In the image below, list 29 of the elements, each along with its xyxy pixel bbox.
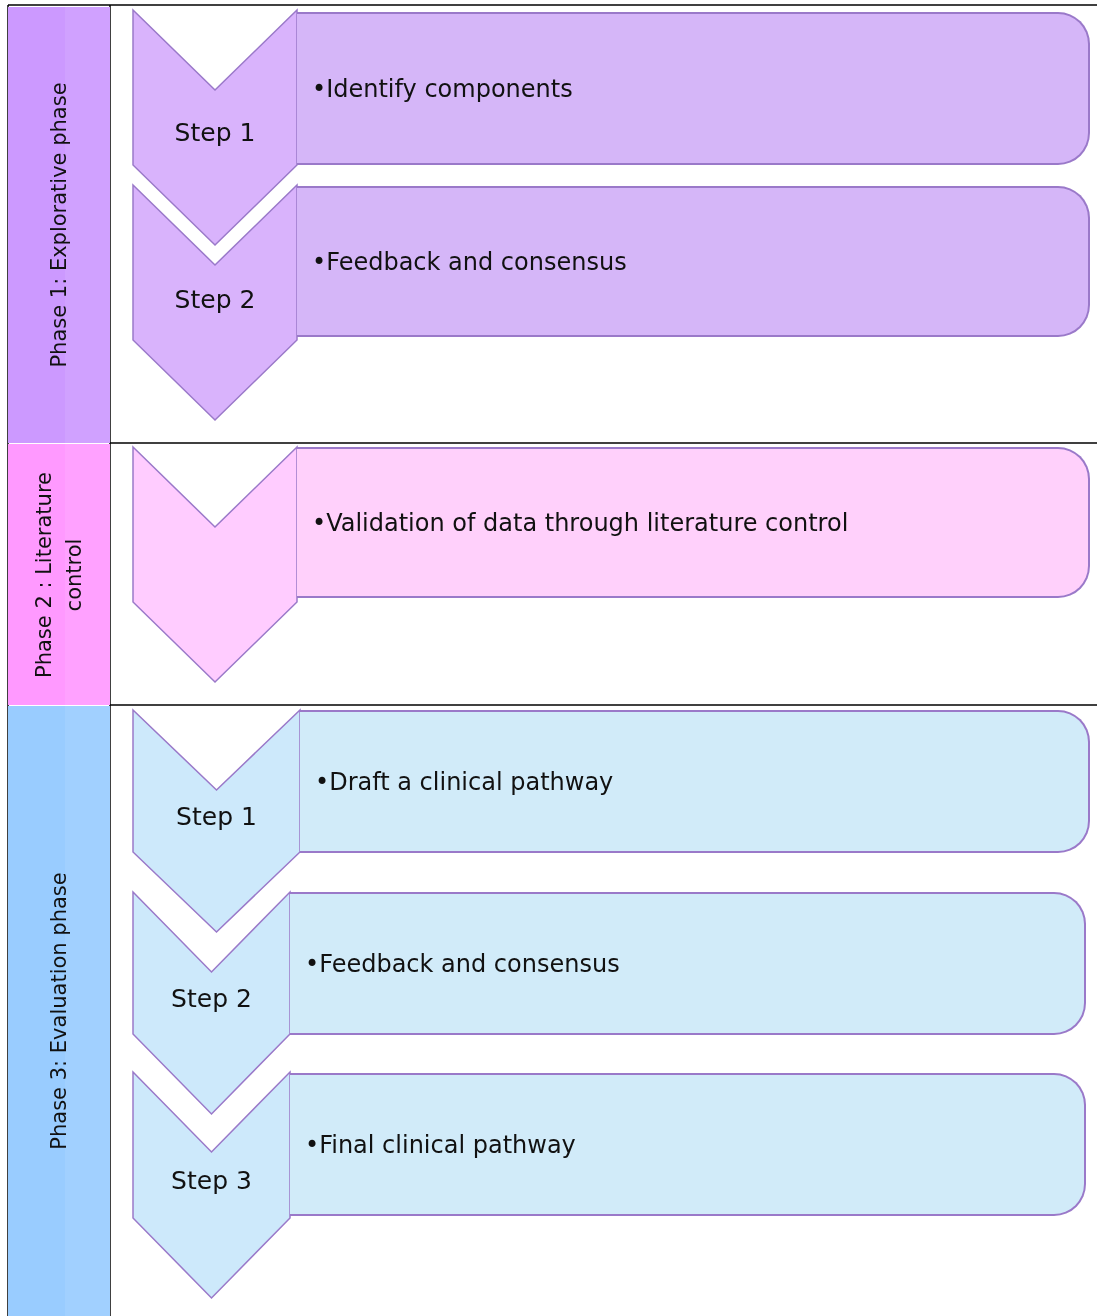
- process-box: [290, 892, 1086, 1035]
- step-description: •Draft a clinical pathway: [315, 767, 614, 796]
- chevron-shape: [133, 10, 297, 245]
- process-box: [297, 12, 1090, 165]
- phase-label: Phase 3: Evaluation phase: [45, 872, 72, 1150]
- step-label: Step 3: [170, 1166, 253, 1195]
- step-label: Step 2: [173, 285, 257, 314]
- step-description: •Final clinical pathway: [305, 1130, 576, 1159]
- step-description: •Feedback and consensus: [305, 949, 620, 978]
- chevron-shape: [133, 710, 300, 932]
- chevron-shape: [133, 1072, 290, 1298]
- step-description: •Validation of data through literature control: [312, 508, 849, 537]
- step-label: Step 1: [173, 118, 257, 147]
- chevron-shape: [133, 447, 297, 682]
- process-box: [297, 186, 1090, 337]
- chevron-shape: [133, 185, 297, 420]
- phase-band: [8, 706, 110, 1316]
- process-box: [297, 447, 1090, 598]
- phase-label: Phase 1: Explorative phase: [45, 82, 72, 368]
- chevron-shape: [133, 892, 290, 1114]
- process-box: [300, 710, 1090, 853]
- phase-band: [8, 444, 110, 705]
- step-label: Step 2: [170, 984, 253, 1013]
- step-label: Step 1: [175, 802, 258, 831]
- phase-label: Phase 2 : Literature control: [30, 470, 87, 680]
- step-description: •Identify components: [312, 74, 573, 103]
- step-description: •Feedback and consensus: [312, 247, 627, 276]
- process-box: [290, 1073, 1086, 1216]
- phase-band: [8, 7, 110, 443]
